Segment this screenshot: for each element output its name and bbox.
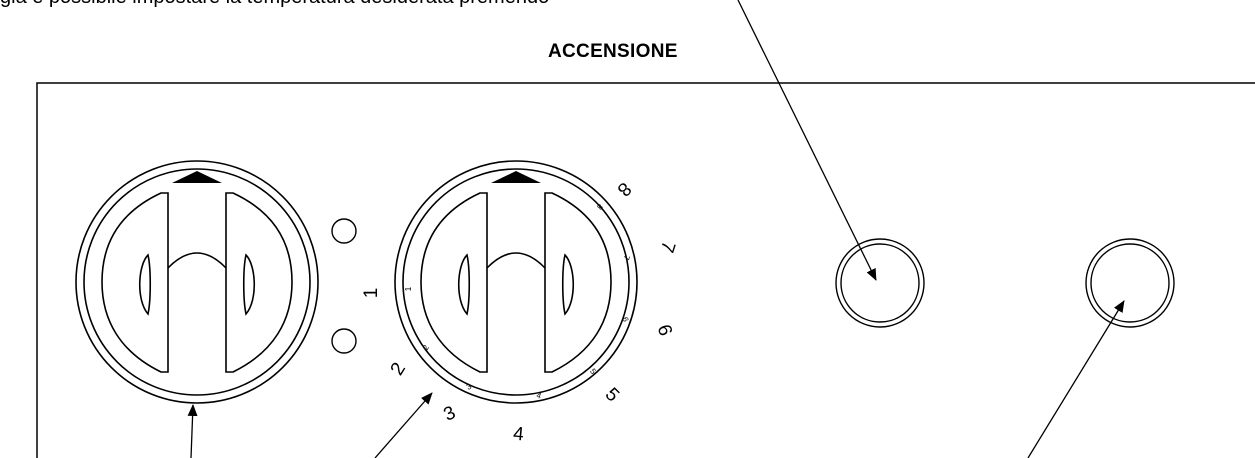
scale-large-7: 7 xyxy=(656,238,679,255)
scale-small-1: 1 xyxy=(404,286,413,291)
scale-small-3: 3 xyxy=(465,381,473,391)
indicator-lamp-bottom xyxy=(331,328,357,354)
ignition-label: ACCENSIONE xyxy=(548,41,678,62)
indicator-lamp-top xyxy=(331,218,357,244)
scale-large-1: 1 xyxy=(361,288,382,299)
scale-small-8: 8 xyxy=(595,202,605,212)
thermostat-scale: 1 2 3 4 5 6 7 8 1 2 3 4 5 6 7 8 xyxy=(361,178,679,446)
scale-small-6: 6 xyxy=(620,316,630,323)
arrow-ignition xyxy=(737,0,877,281)
scale-large-5: 5 xyxy=(601,384,623,406)
scale-small-4: 4 xyxy=(535,391,543,401)
scale-small-2: 2 xyxy=(421,343,431,352)
thermostat-knob[interactable] xyxy=(394,160,638,404)
arrow-thermostat-knob xyxy=(374,392,433,458)
ignition-button[interactable] xyxy=(835,238,925,328)
cropped-instruction-text: gia è possibile impostare la temperatura… xyxy=(0,0,549,9)
scale-large-6: 6 xyxy=(653,322,676,339)
scale-small-5: 5 xyxy=(588,367,598,377)
left-knob[interactable] xyxy=(75,160,319,404)
scale-large-2: 2 xyxy=(387,359,410,379)
scale-large-8: 8 xyxy=(613,178,635,200)
scale-large-4: 4 xyxy=(512,424,525,446)
arrow-left-knob xyxy=(187,404,198,458)
scale-small-7: 7 xyxy=(621,254,631,261)
panel-outline xyxy=(36,82,1255,458)
arrow-secondary-button xyxy=(1027,300,1125,458)
secondary-button[interactable] xyxy=(1085,238,1175,328)
scale-large-3: 3 xyxy=(440,402,458,426)
